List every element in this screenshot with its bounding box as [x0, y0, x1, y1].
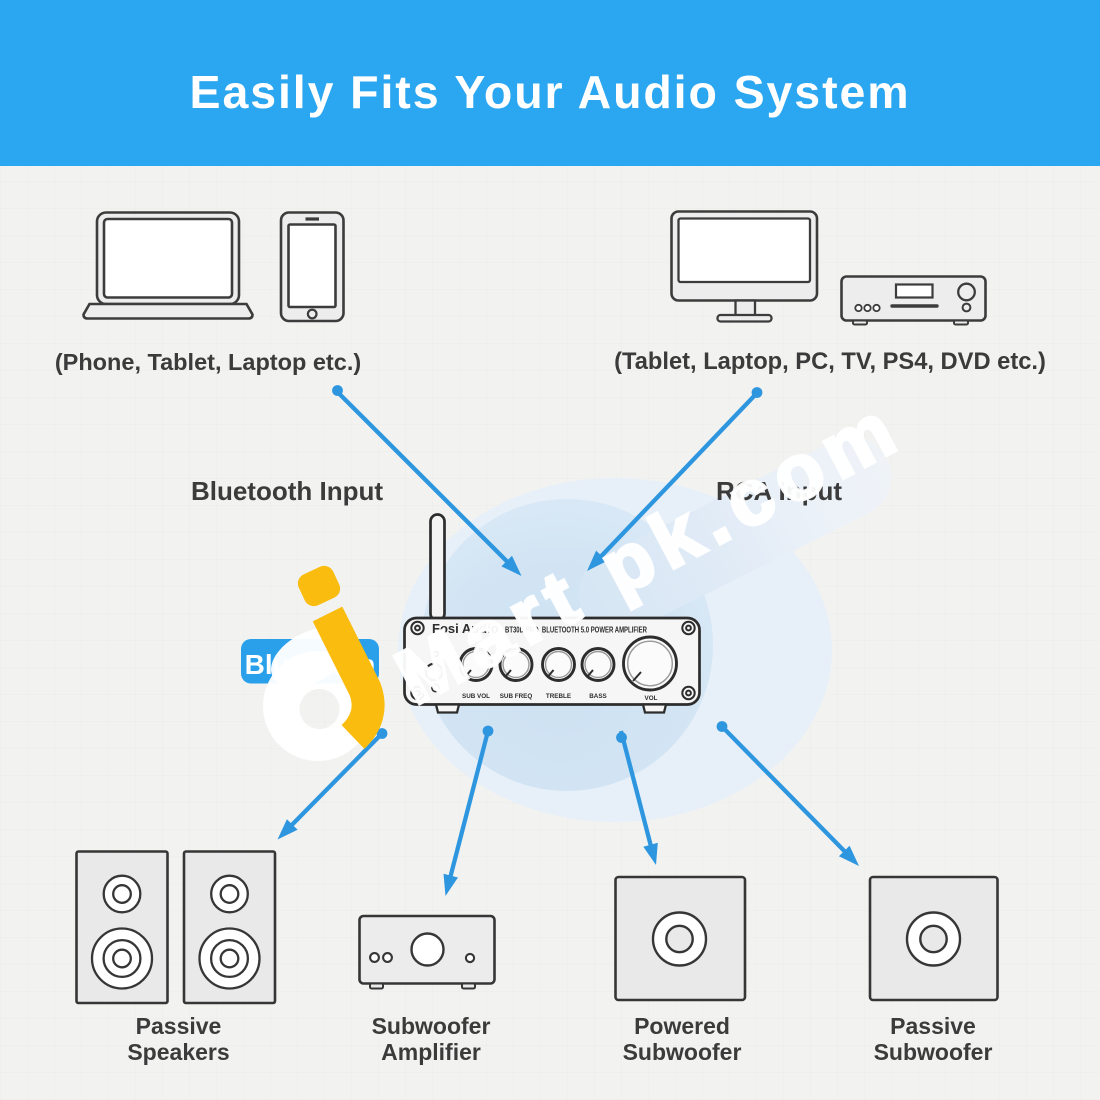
svg-text:SUB FREQ: SUB FREQ [500, 693, 533, 700]
svg-text:BASS: BASS [589, 693, 607, 700]
svg-text:Fosi Audio: Fosi Audio [432, 621, 499, 636]
svg-text:VOL: VOL [645, 695, 658, 702]
svg-text:Mart pk.com: Mart pk.com [382, 381, 916, 721]
svg-text:SUB VOL: SUB VOL [462, 693, 490, 700]
svg-text:BT30D PRO BLUETOOTH 5.0 POWER: BT30D PRO BLUETOOTH 5.0 POWER AMPLIFIER [505, 626, 647, 635]
svg-text:TREBLE: TREBLE [546, 693, 571, 700]
